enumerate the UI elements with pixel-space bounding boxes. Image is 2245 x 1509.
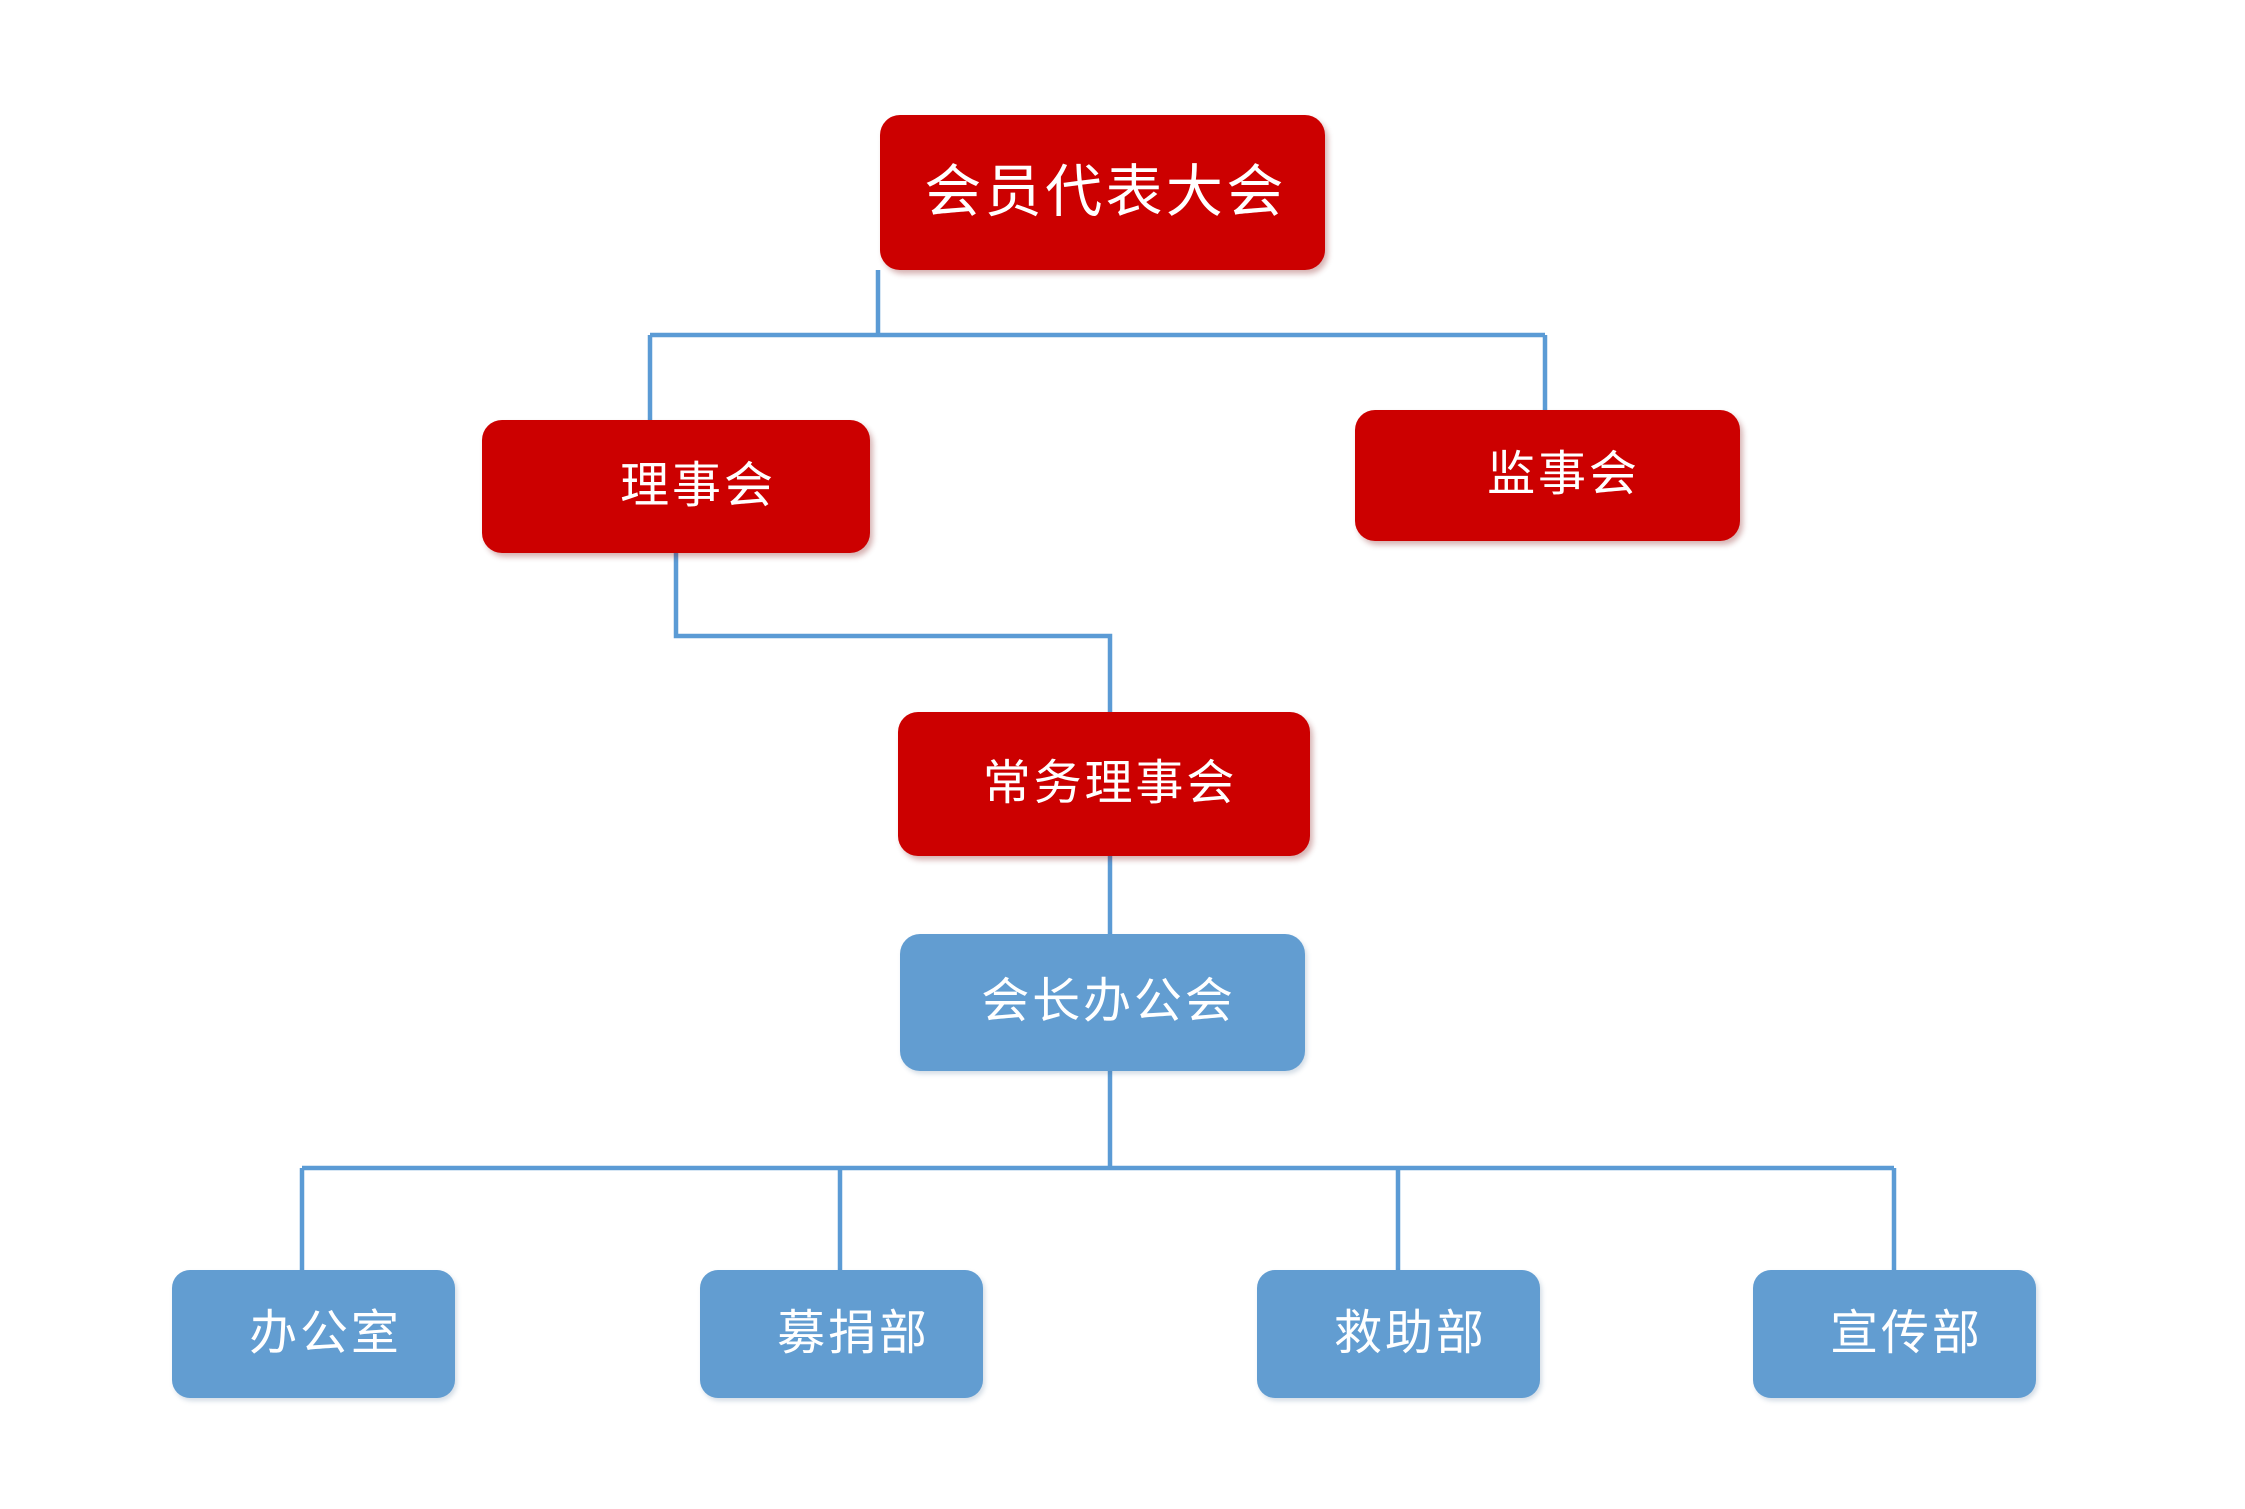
org-node-dept-office[interactable]: 办公室 (172, 1270, 455, 1398)
org-node-supervisors[interactable]: 监事会 (1355, 410, 1740, 541)
org-node-supervisors-label: 监事会 (1487, 448, 1640, 502)
org-node-president-office[interactable]: 会长办公会 (900, 934, 1305, 1071)
org-node-board-label: 理事会 (620, 458, 776, 513)
org-node-dept-fundraising[interactable]: 募捐部 (700, 1270, 983, 1398)
org-node-standing-board-label: 常务理事会 (982, 756, 1238, 810)
org-node-dept-relief[interactable]: 救助部 (1257, 1270, 1540, 1398)
org-node-dept-publicity[interactable]: 宣传部 (1753, 1270, 2036, 1398)
org-node-assembly[interactable]: 会员代表大会 (880, 115, 1325, 270)
org-node-president-office-label: 会长办公会 (981, 975, 1236, 1029)
org-node-dept-fundraising-label: 募捐部 (777, 1306, 930, 1360)
org-node-board[interactable]: 理事会 (482, 420, 870, 553)
org-node-dept-publicity-label: 宣传部 (1830, 1306, 1983, 1360)
org-node-dept-relief-label: 救助部 (1334, 1306, 1487, 1360)
org-node-assembly-label: 会员代表大会 (924, 160, 1287, 225)
org-node-standing-board[interactable]: 常务理事会 (898, 712, 1310, 856)
org-node-dept-office-label: 办公室 (249, 1306, 402, 1360)
edge-board-to-standing-board (673, 553, 1113, 712)
